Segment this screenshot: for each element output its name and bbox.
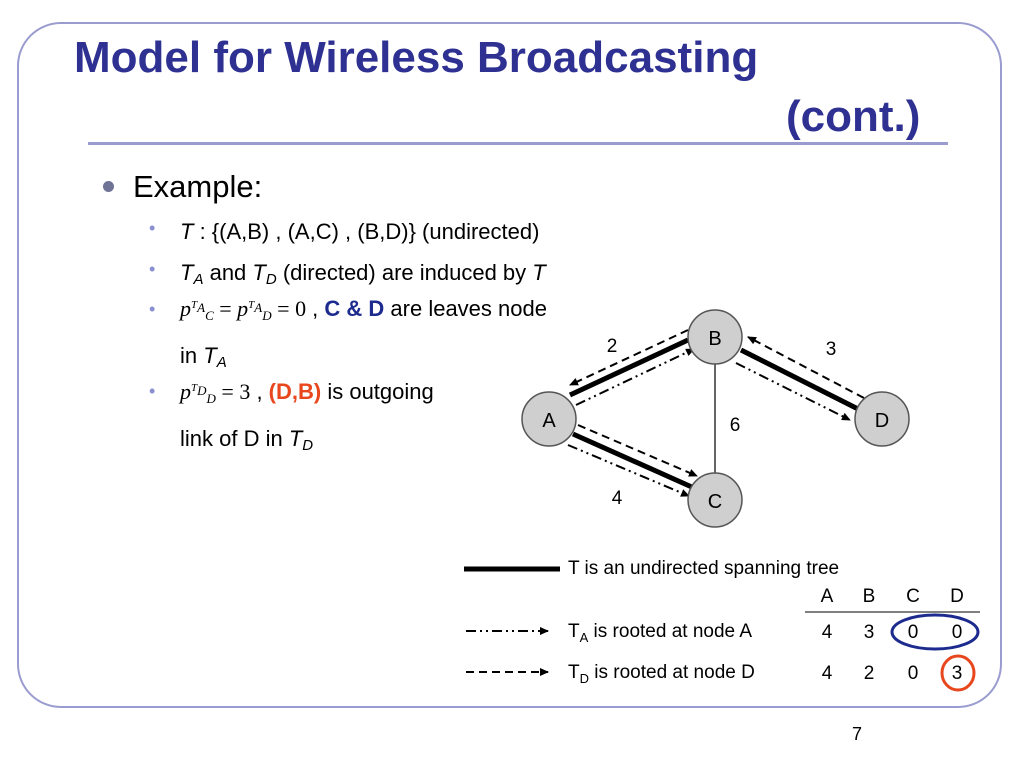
bullet-induced-trees: TA and TD (directed) are induced by T: [180, 260, 546, 288]
sub-bullet-dot-icon: •: [149, 381, 156, 401]
equation-pd: pTDD = 3: [180, 379, 251, 406]
weight-ab: 2: [607, 336, 618, 357]
sub-bullet-dot-icon: •: [149, 259, 156, 279]
sub-bullet-dot-icon: •: [149, 218, 156, 238]
table-header: C: [906, 586, 920, 607]
slide-frame: [17, 22, 1002, 708]
bullet-example: Example:: [133, 169, 263, 204]
edge-bd-dashdot-arrow: [735, 362, 851, 421]
edge-db-dashed-arrow: [747, 336, 865, 399]
node-d: D: [854, 391, 910, 447]
edge-ac-tree: [571, 431, 696, 491]
bullet-outgoing-line2: link of D in TD: [180, 426, 314, 454]
svg-text:D: D: [875, 410, 889, 432]
legend-dashed-text: TD is rooted at node D: [568, 662, 755, 686]
table-cell: 0: [908, 663, 919, 684]
node-b: B: [687, 309, 743, 365]
table-cell: 2: [864, 663, 875, 684]
legend-dashdot-text: TA is rooted at node A: [568, 621, 752, 645]
edge-ac-dashed-arrow: [577, 424, 698, 477]
sub-bullet-dot-icon: •: [149, 299, 156, 319]
weight-bd: 3: [826, 339, 837, 360]
legend-solid-text: T is an undirected spanning tree: [568, 558, 839, 579]
table-cell: 3: [864, 622, 875, 643]
edge-ba-dashed-arrow: [569, 329, 689, 386]
weight-ac: 4: [612, 488, 623, 509]
node-c: C: [687, 472, 743, 528]
table-header: B: [863, 586, 876, 607]
table-cell: 0: [908, 622, 919, 643]
bullet-leaves: pTAC = pTAD = 0 , C & D are leaves node: [180, 296, 547, 323]
table-header: A: [821, 586, 834, 607]
table-cell: 4: [822, 663, 833, 684]
title-divider: [88, 142, 948, 145]
edge-ac-dashdot-arrow: [567, 444, 690, 497]
edge-bd-tree: [739, 347, 862, 413]
bullet-dot-icon: [103, 181, 114, 192]
svg-text:C: C: [708, 491, 722, 513]
table-cell: 3: [952, 663, 963, 684]
svg-text:A: A: [542, 410, 556, 432]
highlight-three-ellipse: [940, 654, 976, 692]
bullet-outgoing: pTDD = 3 , (D,B) is outgoing: [180, 379, 434, 406]
node-a: A: [521, 391, 577, 447]
parent-table: A B C D 4 3 0 0 4 2 0 3: [805, 586, 980, 684]
slide-title-cont: (cont.): [786, 92, 921, 141]
weight-bc: 6: [730, 415, 741, 436]
edge-ab-dashdot-arrow: [575, 348, 695, 406]
table-header: D: [950, 586, 964, 607]
table-cell: 4: [822, 622, 833, 643]
svg-text:B: B: [708, 328, 721, 350]
page-number: 7: [852, 724, 863, 744]
bullet-tree-def: T : {(A,B) , (A,C) , (B,D)} (undirected): [180, 219, 540, 244]
equation-pc-pd: pTAC = pTAD = 0: [180, 296, 307, 323]
slide-title: Model for Wireless Broadcasting: [74, 33, 759, 82]
table-cell: 0: [952, 622, 963, 643]
highlight-zeros-ellipse: [890, 613, 980, 651]
bullet-leaves-line2: in TA: [180, 343, 227, 371]
edge-ab-tree: [568, 337, 690, 398]
